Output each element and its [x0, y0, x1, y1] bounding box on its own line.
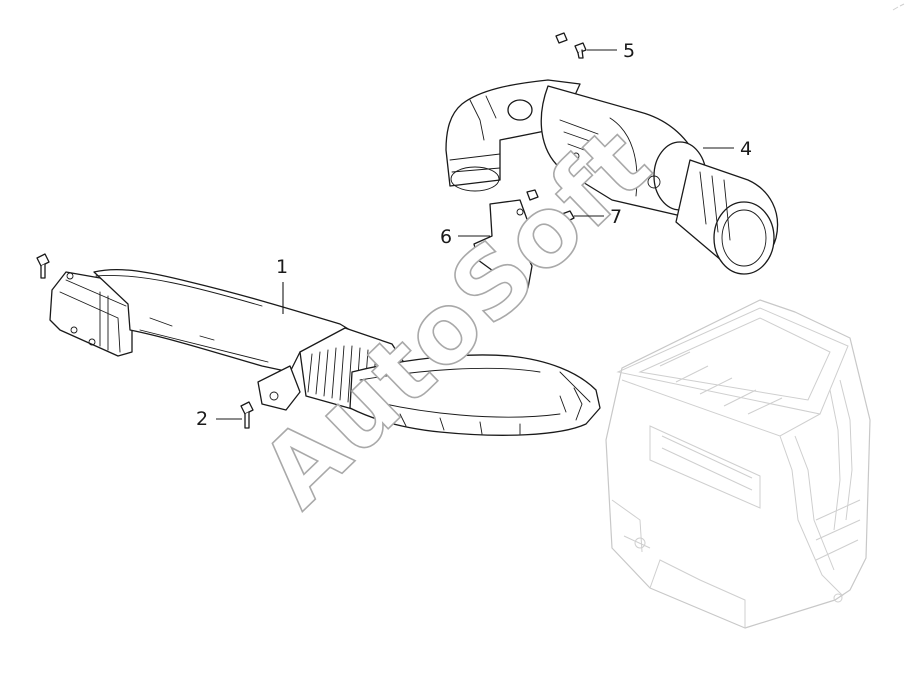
mounting-bracket	[473, 199, 533, 289]
bolt-item-2	[240, 401, 254, 429]
resonator-assembly	[445, 79, 779, 275]
callout-2: 2	[196, 408, 208, 430]
callout-6: 6	[440, 226, 452, 248]
callouts: 1 2 4 5 6 7	[196, 40, 752, 430]
air-intake-duct	[49, 268, 601, 436]
callout-1: 1	[276, 256, 288, 278]
bolt-item-1-end	[36, 253, 50, 279]
callout-7: 7	[610, 206, 622, 228]
corner-mark	[892, 3, 905, 11]
nut-item-7	[526, 189, 575, 223]
callout-4: 4	[740, 138, 752, 160]
callout-5: 5	[623, 40, 635, 62]
air-cleaner-housing	[605, 299, 871, 629]
bolt-item-5	[555, 32, 587, 59]
